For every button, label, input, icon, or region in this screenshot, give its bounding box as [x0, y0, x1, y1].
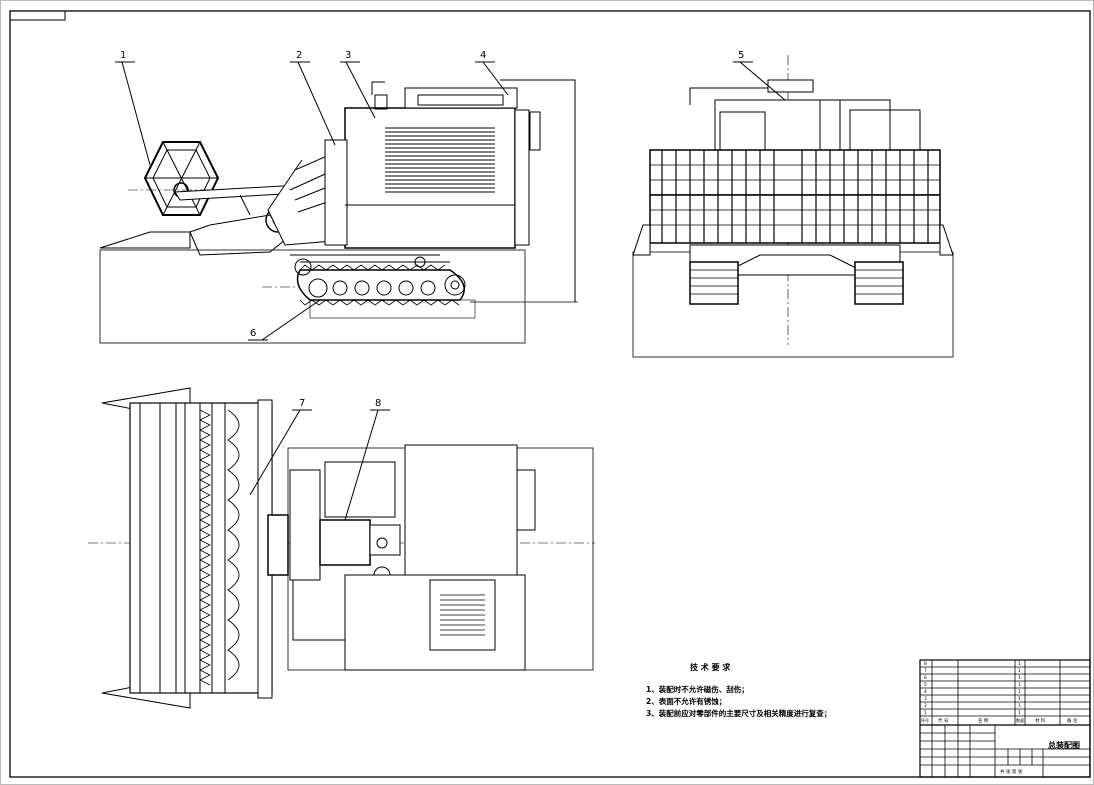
bom-row-7-qty: 1	[1018, 668, 1021, 674]
tech-requirements-title: 技 术 要 求	[690, 662, 731, 672]
bom-header-qty: 数量	[1016, 717, 1024, 723]
balloon-3: 3	[345, 50, 351, 61]
balloon-7: 7	[299, 398, 305, 409]
bom-row-8-no: 8	[924, 661, 927, 667]
bom-row-2-qty: 1	[1018, 703, 1021, 709]
header-top	[129, 402, 273, 694]
bom-row-7-no: 7	[924, 668, 927, 674]
drawing-title: 总装配图	[1048, 740, 1080, 750]
reverse-title-box	[9, 10, 66, 21]
bom-row-8-qty: 1	[1018, 661, 1021, 667]
front-view	[632, 55, 954, 358]
bom-header-note: 备 注	[1067, 717, 1078, 724]
bom-header-material: 材 料	[1035, 717, 1046, 724]
bom-row-2-no: 2	[924, 703, 927, 709]
side-view	[99, 61, 578, 344]
bom-header-no: 序号	[921, 717, 929, 723]
bom-row-4-qty: 1	[1018, 689, 1021, 695]
engine-top	[319, 519, 371, 566]
bom-row-1-no: 1	[924, 710, 927, 716]
header-reel-front	[649, 149, 941, 196]
balloon-2: 2	[296, 50, 302, 61]
bom-header-name: 名 称	[978, 717, 989, 724]
title-block-sheet-count: 共 张 第 张	[1000, 768, 1023, 775]
bom-row-6-qty: 1	[1018, 675, 1021, 681]
balloon-6: 6	[250, 328, 256, 339]
top-view	[88, 387, 595, 709]
bom-header-code: 代 号	[938, 717, 949, 724]
bom-row-5-qty: 1	[1018, 682, 1021, 688]
balloon-8: 8	[375, 398, 381, 409]
bom-row-5-no: 5	[924, 682, 927, 688]
balloon-1: 1	[120, 50, 126, 61]
bom-row-3-qty: 1	[1018, 696, 1021, 702]
balloon-4: 4	[480, 50, 486, 61]
bom-row-6-no: 6	[924, 675, 927, 681]
bom-row-1-qty: 1	[1018, 710, 1021, 716]
tech-requirement-2: 2、表面不允许有锈蚀；	[646, 696, 726, 707]
engine-cover	[344, 107, 516, 249]
drawing-frame	[9, 10, 1091, 778]
bom-row-4-no: 4	[924, 689, 927, 695]
tech-requirement-3: 3、装配前应对零部件的主要尺寸及相关精度进行复查；	[646, 708, 831, 719]
tech-requirement-1: 1、装配时不允许磁伤、刮伤；	[646, 684, 749, 695]
bom-row-3-no: 3	[924, 696, 927, 702]
balloon-5: 5	[738, 50, 744, 61]
bill-of-materials	[919, 659, 1091, 778]
